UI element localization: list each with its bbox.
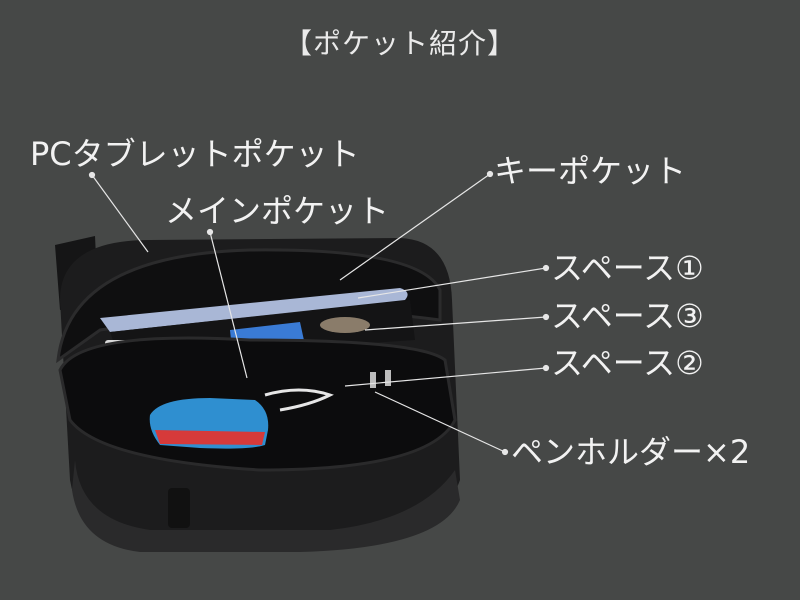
- label-key-pocket: キーポケット: [494, 152, 687, 190]
- page-title: 【ポケット紹介】: [283, 27, 516, 60]
- label-space-1: スペース①: [551, 249, 704, 287]
- label-space-2: スペース②: [551, 344, 704, 382]
- label-pen-holder: ペンホルダー×2: [511, 433, 751, 471]
- label-main-pocket: メインポケット: [165, 192, 390, 230]
- label-space-3: スペース③: [551, 297, 704, 335]
- label-pc-tablet-pocket: PCタブレットポケット: [30, 135, 360, 173]
